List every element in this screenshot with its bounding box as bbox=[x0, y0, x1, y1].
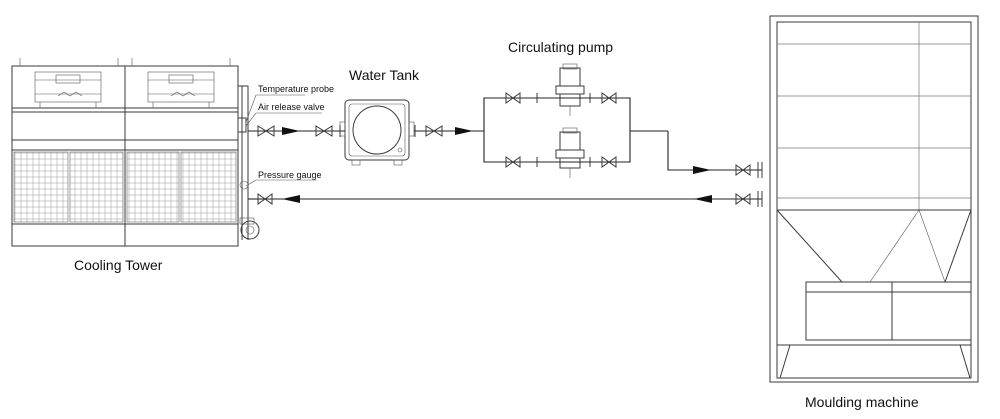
water-tank bbox=[339, 99, 415, 166]
circulating-pump-label: Circulating pump bbox=[508, 39, 613, 55]
supply-line bbox=[248, 97, 762, 171]
arrow-to-tank-icon bbox=[282, 127, 300, 135]
arrow-return-icon bbox=[694, 195, 712, 203]
cooling-tower-fan-right-icon bbox=[147, 71, 215, 108]
arrow-tank-out-icon bbox=[455, 127, 473, 135]
moulding-machine-label: Moulding machine bbox=[805, 394, 919, 410]
arrow-to-machine-icon bbox=[693, 166, 711, 174]
water-tank-label: Water Tank bbox=[349, 67, 420, 83]
air-release-valve-label: Air release valve bbox=[258, 102, 325, 112]
valve-symbols bbox=[257, 92, 763, 207]
moulding-machine bbox=[769, 15, 979, 383]
temperature-probe-label: Temperature probe bbox=[258, 84, 334, 94]
pressure-gauge-label: Pressure gauge bbox=[258, 170, 322, 180]
circulating-pump-lower bbox=[555, 127, 585, 178]
annotation-leaders bbox=[245, 94, 322, 187]
flow-arrows bbox=[282, 127, 712, 203]
cooling-tower bbox=[11, 58, 260, 247]
cooling-tower-fan-left-icon bbox=[34, 71, 102, 108]
circulating-pump-upper bbox=[555, 63, 585, 116]
arrow-return-tower-icon bbox=[282, 195, 300, 203]
cooling-tower-label: Cooling Tower bbox=[74, 257, 163, 273]
